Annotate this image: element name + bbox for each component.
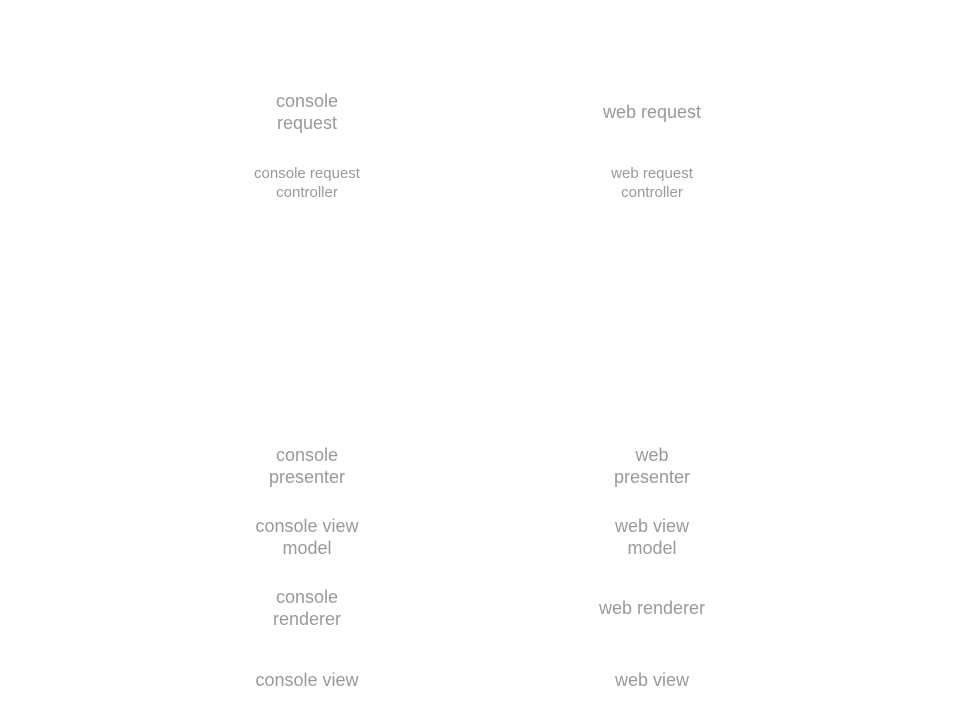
console-presenter-node: console presenter — [268, 445, 346, 487]
web-renderer-node: web renderer — [598, 598, 706, 618]
web-request-node: web request — [602, 102, 702, 122]
web-view-model-node: web view model — [614, 516, 690, 558]
console-view-model-node: console view model — [255, 516, 359, 558]
console-view-node: console view — [255, 670, 359, 690]
console-column: console request console request controll… — [207, 0, 407, 720]
web-column: web request web request controller web p… — [552, 0, 752, 720]
web-presenter-node: web presenter — [613, 445, 691, 487]
console-renderer-node: console renderer — [272, 587, 342, 629]
console-request-node: console request — [275, 91, 339, 133]
web-view-node: web view — [614, 670, 690, 690]
console-request-controller-node: console request controller — [254, 165, 360, 201]
web-request-controller-node: web request controller — [611, 165, 693, 201]
